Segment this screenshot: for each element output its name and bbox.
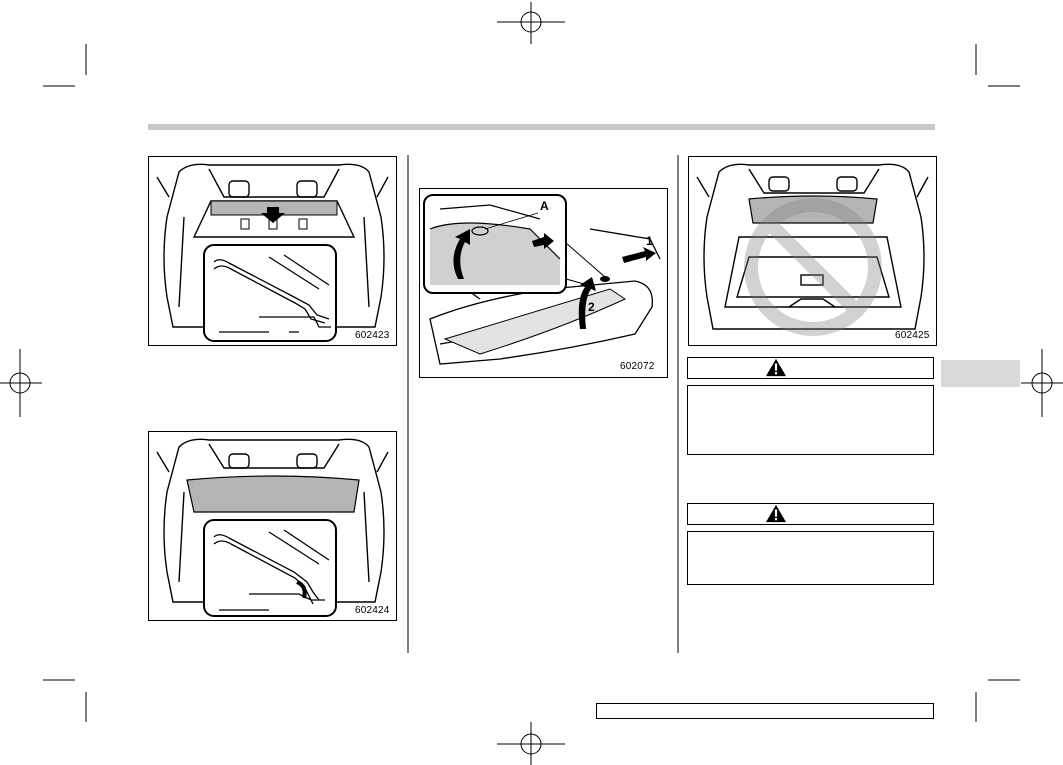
cargo-cover-extended xyxy=(186,475,360,513)
figure-code: 602423 xyxy=(355,330,390,341)
section-tab xyxy=(941,360,1020,387)
header-bar xyxy=(148,124,935,130)
figure-cargo-cover-extend: 602424 xyxy=(148,431,397,621)
warning-content-box xyxy=(687,385,934,455)
arrow-2-icon xyxy=(578,277,596,329)
rotate-arrow-icon xyxy=(453,229,470,279)
rail-inset xyxy=(203,244,337,342)
callout-label-1: 1 xyxy=(646,234,653,248)
footer-page-box xyxy=(596,703,934,719)
warning-header xyxy=(687,357,934,379)
figure-code: 602425 xyxy=(895,330,930,341)
prohibited-icon xyxy=(744,198,882,336)
figure-prohibited-usage: 602425 xyxy=(688,156,937,346)
warning-header xyxy=(687,503,934,525)
callout-label-a: A xyxy=(540,199,549,213)
registration-mark-left xyxy=(0,349,42,417)
registration-mark-bottom xyxy=(497,722,565,765)
registration-mark-right xyxy=(1021,349,1063,417)
cargo-cover-extended xyxy=(748,195,878,224)
figure-cover-removal: A 1 2 602072 xyxy=(419,188,668,378)
crop-marks xyxy=(43,44,1020,722)
warning-triangle-icon xyxy=(766,358,786,377)
cover-removal-illustration xyxy=(423,194,661,365)
rail-hook-highlight xyxy=(296,580,307,599)
cover-panel xyxy=(443,288,627,355)
registration-mark-top xyxy=(497,2,565,44)
push-down-arrow-icon xyxy=(261,207,285,223)
figure-code: 602072 xyxy=(620,361,655,372)
push-arrow-icon xyxy=(532,233,554,249)
rail-inset xyxy=(203,519,337,617)
warning-content-box xyxy=(687,531,934,585)
cargo-area-illustration xyxy=(696,163,929,336)
rail-icon xyxy=(213,254,331,333)
callout-label-2: 2 xyxy=(588,300,595,314)
figure-code: 602424 xyxy=(355,605,390,616)
cargo-area-illustration xyxy=(156,163,389,342)
warning-triangle-icon xyxy=(766,504,786,523)
cargo-area-illustration xyxy=(156,438,389,617)
figure-cargo-cover-retract: 602423 xyxy=(148,156,397,346)
arrow-1-icon xyxy=(622,247,656,263)
